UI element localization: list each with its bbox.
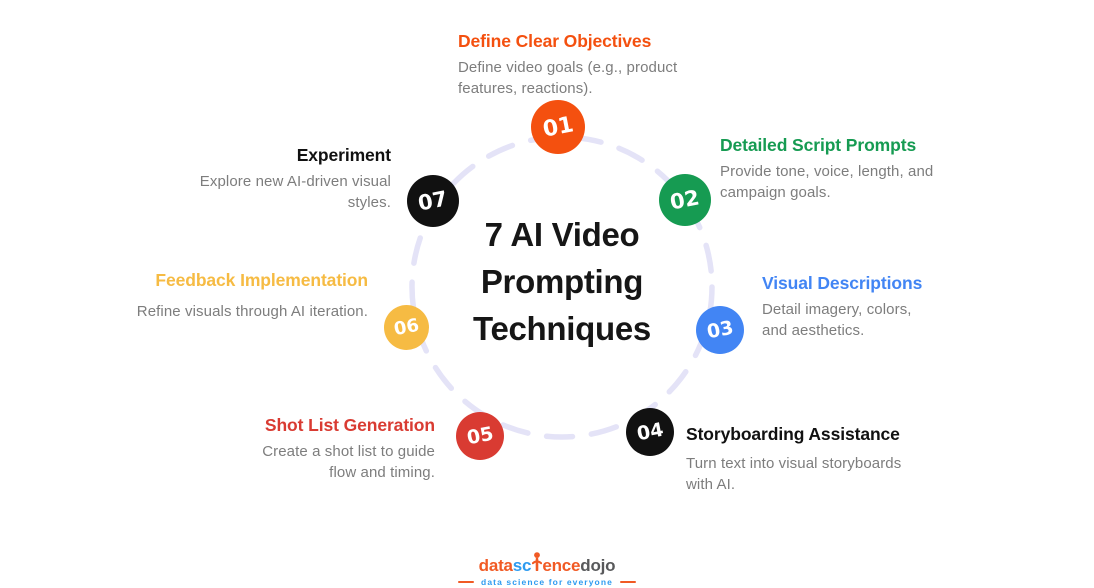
step-04-title: Storyboarding Assistance bbox=[686, 424, 900, 444]
step-01-title: Define Clear Objectives bbox=[458, 31, 652, 51]
step-06-block: Feedback Implementation Refine visuals t… bbox=[133, 271, 368, 322]
step-03-title: Visual Descriptions bbox=[762, 273, 923, 293]
logo-tagline-row: data science for everyone bbox=[458, 577, 636, 587]
step-02-number: 02 bbox=[668, 185, 702, 215]
step-07-title: Experiment bbox=[296, 145, 391, 165]
logo-text-data: data bbox=[478, 556, 513, 575]
step-03-badge: 03 bbox=[696, 306, 744, 354]
logo-text-dojo: dojo bbox=[580, 556, 616, 575]
step-02-title: Detailed Script Prompts bbox=[720, 135, 917, 155]
step-06-number: 06 bbox=[392, 314, 421, 341]
tagline-dash-left bbox=[458, 581, 475, 583]
step-06-title: Feedback Implementation bbox=[155, 270, 368, 290]
step-03-number: 03 bbox=[704, 316, 736, 344]
logo-tagline: data science for everyone bbox=[481, 577, 613, 587]
step-03-description: Detail imagery, colors, and aesthetics. bbox=[762, 301, 912, 339]
step-06-description: Refine visuals through AI iteration. bbox=[136, 303, 368, 320]
step-04-number: 04 bbox=[634, 418, 666, 446]
step-03-block: Visual Descriptions Detail imagery, colo… bbox=[762, 274, 927, 341]
step-07-number: 07 bbox=[416, 186, 450, 216]
step-05-number: 05 bbox=[464, 422, 496, 450]
step-05-block: Shot List Generation Create a shot list … bbox=[185, 416, 435, 483]
step-04-block: Storyboarding Assistance Turn text into … bbox=[686, 425, 921, 495]
step-05-badge: 05 bbox=[456, 412, 504, 460]
step-01-description: Define video goals (e.g., product featur… bbox=[458, 59, 678, 97]
step-05-description: Create a shot list to guide flow and tim… bbox=[262, 443, 435, 481]
step-02-block: Detailed Script Prompts Provide tone, vo… bbox=[720, 136, 970, 203]
step-07-badge: 07 bbox=[407, 175, 459, 227]
step-07-block: Experiment Explore new AI-driven visual … bbox=[171, 146, 391, 213]
tagline-dash-right bbox=[619, 581, 636, 583]
logo-text-ence: ence bbox=[542, 556, 581, 575]
step-01-number: 01 bbox=[540, 111, 576, 143]
step-04-badge: 04 bbox=[626, 408, 674, 456]
person-icon bbox=[531, 552, 543, 575]
step-02-description: Provide tone, voice, length, and campaig… bbox=[720, 163, 934, 201]
step-01-badge: 01 bbox=[531, 100, 585, 154]
step-05-title: Shot List Generation bbox=[264, 415, 435, 435]
step-06-badge: 06 bbox=[384, 305, 429, 350]
step-01-block: Define Clear Objectives Define video goa… bbox=[458, 32, 723, 99]
step-02-badge: 02 bbox=[659, 174, 711, 226]
logo-text-sc: sc bbox=[512, 556, 532, 575]
step-04-description: Turn text into visual storyboards with A… bbox=[686, 455, 902, 493]
center-title: 7 AI Video Prompting Techniques bbox=[473, 216, 651, 347]
step-07-description: Explore new AI-driven visual styles. bbox=[199, 173, 391, 211]
